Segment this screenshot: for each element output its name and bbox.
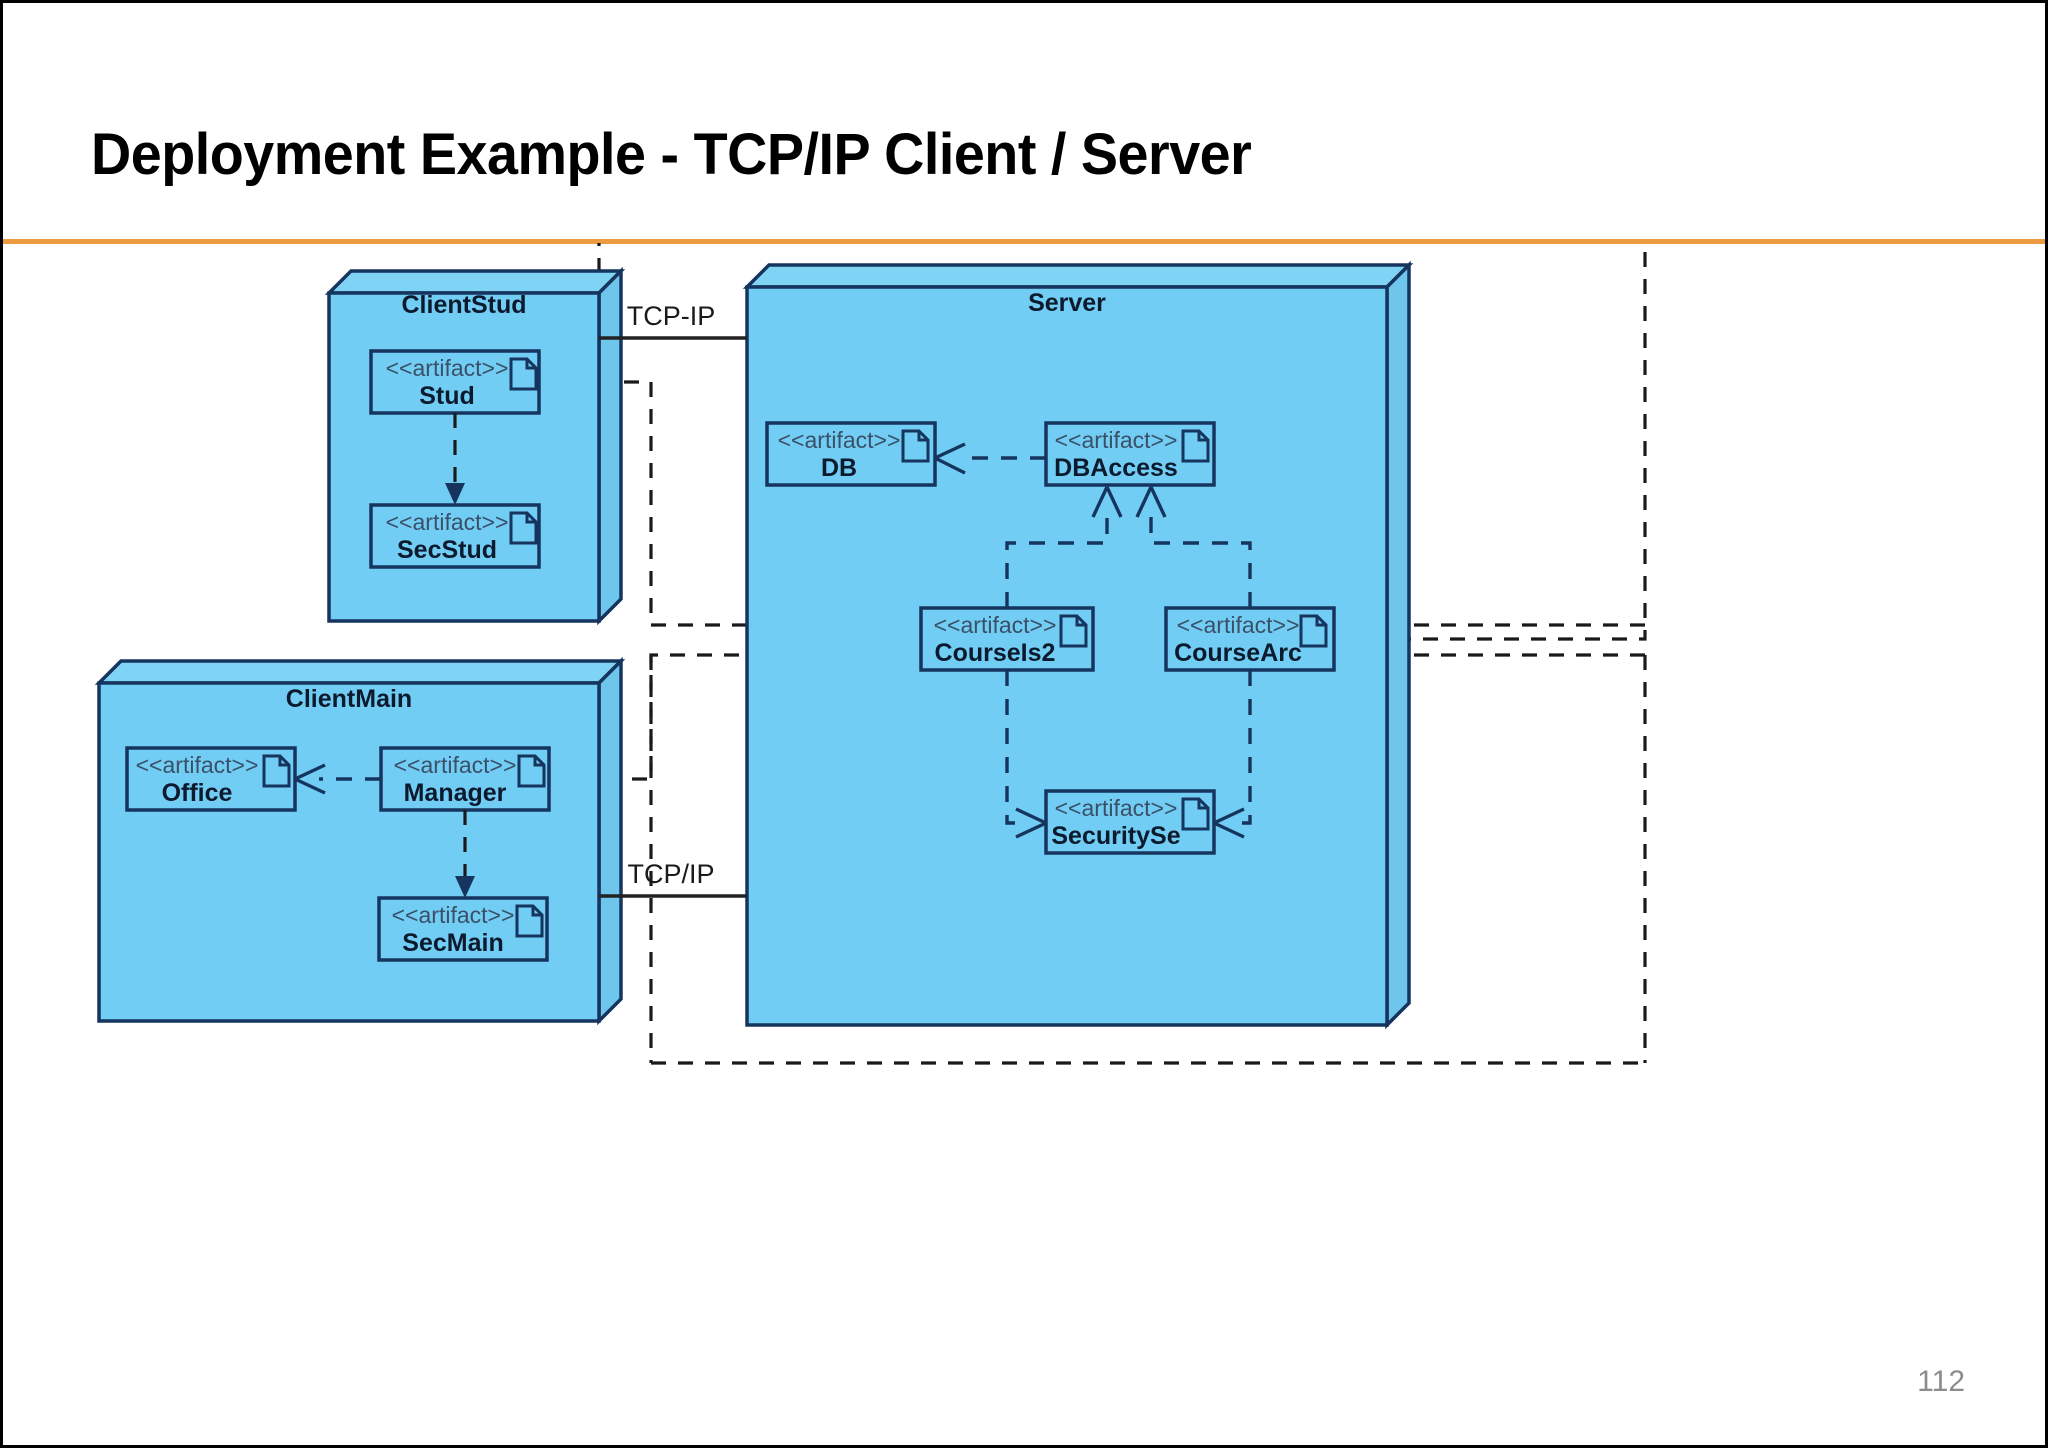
dependency-manager-to-office (294, 763, 381, 795)
artifact-db[interactable]: <<artifact>> DB (765, 421, 937, 487)
artifact-name-manager: Manager (404, 779, 507, 807)
page-number: 112 (1917, 1365, 1965, 1398)
node-label-clientmain: ClientMain (286, 685, 412, 713)
document-icon (509, 511, 538, 545)
artifact-stereotype: <<artifact>> (392, 902, 515, 928)
dependency-courseis2-to-securityse (1005, 670, 1047, 839)
document-icon (1181, 797, 1210, 831)
artifact-stereotype: <<artifact>> (1177, 612, 1300, 638)
dependency-courseis2-to-dbaccess (1005, 486, 1123, 608)
connection-label-tcpip-lower: TCP/IP (627, 859, 714, 889)
artifact-secstud[interactable]: <<artifact>> SecStud (369, 503, 541, 569)
connection-tcpip-lower: TCP/IP (599, 859, 747, 898)
artifact-stereotype: <<artifact>> (386, 509, 509, 535)
artifact-stud[interactable]: <<artifact>> Stud (369, 349, 541, 415)
artifact-secmain[interactable]: <<artifact>> SecMain (377, 896, 549, 962)
dependency-secmain-outer-loop (649, 655, 1645, 1065)
artifact-stereotype: <<artifact>> (1055, 795, 1178, 821)
dependency-stud-to-secstud (445, 413, 465, 505)
artifact-stereotype: <<artifact>> (934, 612, 1057, 638)
artifact-name-stud: Stud (419, 382, 475, 410)
artifact-courseis2[interactable]: <<artifact>> CourseIs2 (919, 606, 1095, 672)
dependency-coursearc-to-securityse (1213, 670, 1252, 839)
document-icon (509, 357, 538, 391)
artifact-securityse[interactable]: <<artifact>> SecuritySe (1044, 789, 1216, 855)
page-title: Deployment Example - TCP/IP Client / Ser… (91, 122, 1252, 187)
artifact-coursearc[interactable]: <<artifact>> CourseArc (1164, 606, 1336, 672)
dependency-manager-to-secmain (455, 810, 475, 898)
dependency-coursearc-to-dbaccess (1135, 486, 1252, 608)
connection-tcpip-upper: TCP-IP (599, 301, 747, 340)
artifact-name-securityse: SecuritySe (1051, 822, 1180, 850)
document-icon (1059, 614, 1088, 648)
artifact-name-secstud: SecStud (397, 536, 497, 564)
deployment-diagram: ClientStud <<artifact>> Stud (3, 243, 2048, 1443)
document-icon (517, 754, 546, 788)
node-label-server: Server (1028, 289, 1106, 317)
artifact-stereotype: <<artifact>> (394, 752, 517, 778)
dependency-dbaccess-to-db (934, 442, 1046, 475)
artifact-name-coursearc: CourseArc (1174, 639, 1302, 667)
artifact-stereotype: <<artifact>> (136, 752, 259, 778)
connection-label-tcpip-upper: TCP-IP (627, 301, 716, 331)
artifact-office[interactable]: <<artifact>> Office (125, 746, 297, 812)
artifact-name-secmain: SecMain (402, 929, 503, 957)
document-icon (1299, 614, 1328, 648)
artifact-manager[interactable]: <<artifact>> Manager (379, 746, 551, 812)
artifact-name-office: Office (162, 779, 233, 807)
document-icon (901, 429, 930, 463)
artifact-stereotype: <<artifact>> (778, 427, 901, 453)
artifact-name-dbaccess: DBAccess (1054, 454, 1178, 482)
document-icon (515, 904, 544, 938)
node-label-clientstud: ClientStud (402, 291, 527, 319)
slide-inner: Deployment Example - TCP/IP Client / Ser… (3, 3, 2045, 1445)
title-bar: Deployment Example - TCP/IP Client / Ser… (3, 3, 2045, 244)
artifact-dbaccess[interactable]: <<artifact>> DBAccess (1044, 421, 1216, 487)
artifact-stereotype: <<artifact>> (1055, 427, 1178, 453)
artifact-stereotype: <<artifact>> (386, 355, 509, 381)
document-icon (262, 754, 291, 788)
artifact-name-db: DB (821, 454, 857, 482)
title-divider (3, 239, 2045, 244)
document-icon (1181, 429, 1210, 463)
artifact-name-courseis2: CourseIs2 (935, 639, 1056, 667)
node-clientmain[interactable]: ClientMain (94, 656, 626, 1026)
